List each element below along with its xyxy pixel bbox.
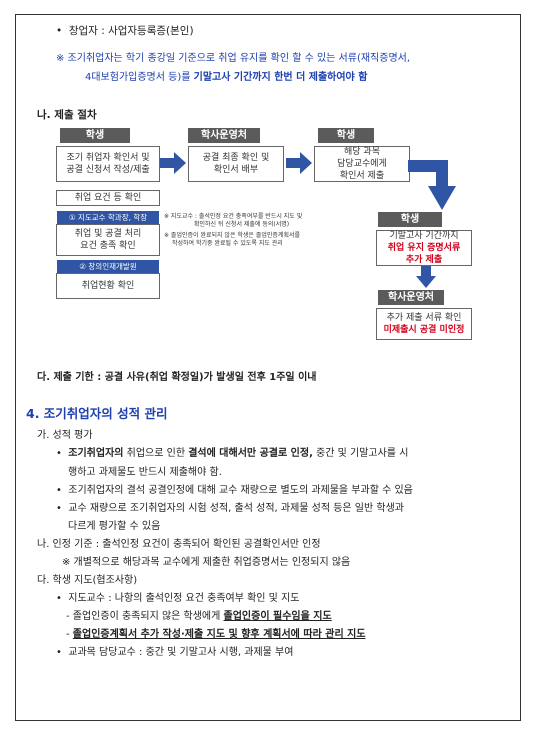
document-frame xyxy=(15,14,521,721)
note-1: ※ 지도교수 : 출석인정 요건 충족여부를 반드시 지도 및 확인하신 뒤 신… xyxy=(164,213,303,228)
professor-sub-2: - 졸업인증계획서 추가 작성·제출 지도 및 향후 계획서에 따라 관리 지도 xyxy=(66,629,366,640)
notice-line-2: 4대보험가입증명서 등)를 기말고사 기간까지 한번 더 제출하여야 함 xyxy=(85,72,368,83)
bullet-1-line-2: 행하고 과제물도 반드시 제출해야 함. xyxy=(68,467,222,478)
section-da-title: 다. 제출 기한 : 공결 사유(취업 확정일)가 발생일 전후 1주일 이내 xyxy=(37,372,317,383)
bullet-1-line-1: • 조기취업자의 취업으로 인한 결석에 대해서만 공결로 인정, 중간 및 기… xyxy=(56,448,409,459)
student2-header: 학생 xyxy=(318,128,374,143)
bullet-3-line-1: • 교수 재량으로 조기취업자의 시험 성적, 출석 성적, 과제물 성적 등은… xyxy=(56,503,404,514)
bullet-3-line-2: 다르게 평가할 수 있음 xyxy=(68,521,161,532)
check-box: 취업 요건 등 확인 xyxy=(56,190,160,206)
bullet-2: • 조기취업자의 결석 공결인정에 대해 교수 재량으로 별도의 과제물을 부과… xyxy=(56,485,413,496)
student3-box: 기말고사 기간까지 취업 유지 증명서류 추가 제출 xyxy=(376,230,472,266)
note-2: ※ 졸업인증이 완료되지 않은 학생은 졸업인증계획서를 작성하여 학기중 완료… xyxy=(164,232,301,247)
student1-header: 학생 xyxy=(60,128,130,143)
sub-ga-title: 가. 성적 평가 xyxy=(37,430,93,441)
arrow-down-right-icon xyxy=(408,160,456,210)
sub-na-note: ※ 개별적으로 해당과목 교수에게 제출한 취업증명서는 인정되지 않음 xyxy=(62,557,351,568)
arrow-right-2-icon xyxy=(286,152,312,174)
professor-sub-1: - 졸업인증이 충족되지 않은 학생에게 졸업인증이 필수임을 지도 xyxy=(66,611,332,622)
student3-header: 학생 xyxy=(378,212,442,227)
admin1-header: 학사운영처 xyxy=(188,128,260,143)
sub-da-title: 다. 학생 지도(협조사항) xyxy=(37,575,138,586)
bullet-professor: • 지도교수 : 나항의 출석인정 요건 충족여부 확인 및 지도 xyxy=(56,593,300,604)
section-na-title: 나. 제출 절차 xyxy=(37,109,97,121)
admin2-box: 추가 제출 서류 확인 미제출시 공결 미인정 xyxy=(376,308,472,340)
section4-title: 4. 조기취업자의 성적 관리 xyxy=(26,406,168,421)
admin2-header: 학사운영처 xyxy=(378,290,444,305)
step2-box: 취업현황 확인 xyxy=(56,273,160,299)
arrow-down-icon xyxy=(416,266,436,288)
step1-bar: ① 지도교수 학과장, 학장 xyxy=(57,211,159,224)
bullet-founder: • 창업자 : 사업자등록증(본인) xyxy=(56,25,194,37)
notice-line-1: ※ 조기취업자는 학기 종강일 기준으로 취업 유지를 확인 할 수 있는 서류… xyxy=(56,53,411,64)
bullet-course-professor: • 교과목 담당교수 : 중간 및 기말고사 시행, 과제물 부여 xyxy=(56,647,294,658)
arrow-right-1-icon xyxy=(160,152,186,174)
sub-na-criteria: 나. 인정 기준 : 출석인정 요건이 충족되어 확인된 공결확인서만 인정 xyxy=(37,539,321,550)
step2-bar: ② 창의인재개발원 xyxy=(57,260,159,273)
